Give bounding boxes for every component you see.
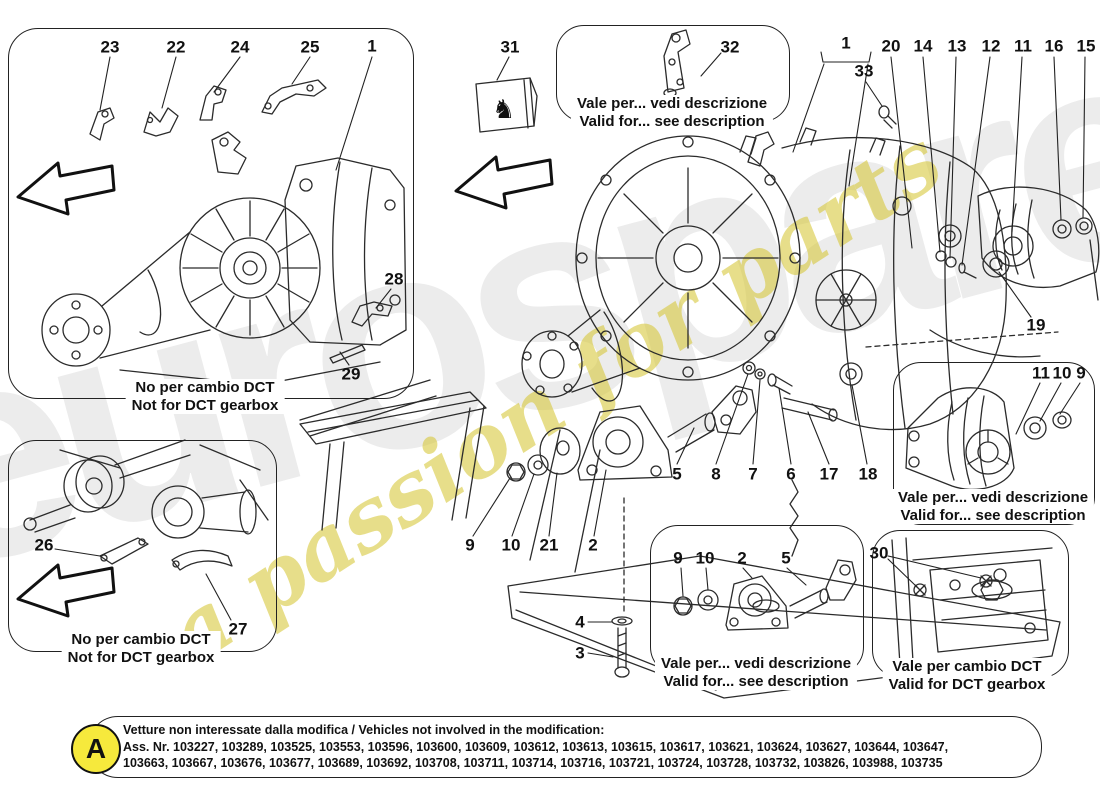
callout-4: 4	[575, 612, 585, 632]
suspension-drawing-bottom-left	[23, 439, 269, 571]
callout-box-mid-10: 10	[695, 548, 715, 568]
callout-box-mid-2: 2	[737, 548, 747, 568]
note-line-2: Ass. Nr. 103227, 103289, 103525, 103553,…	[123, 739, 949, 754]
callout-29: 29	[341, 364, 361, 384]
box-valid-dct	[872, 530, 1069, 678]
callout-33: 33	[854, 61, 874, 81]
leader-lines	[54, 51, 1086, 658]
chassis-frame	[299, 379, 1061, 699]
bracket-parts-top-left	[89, 79, 393, 364]
callout-1-left: 1	[367, 36, 377, 56]
callout-9: 9	[465, 535, 475, 555]
callout-12: 12	[981, 36, 1001, 56]
callout-1-right: 1	[841, 33, 851, 53]
callout-21: 21	[539, 535, 559, 555]
callout-5: 5	[672, 464, 682, 484]
note-line-1: Vetture non interessate dalla modifica /…	[123, 723, 605, 737]
callout-box-right-11: 11	[1032, 363, 1050, 383]
gearbox-drawing-top-left	[41, 131, 407, 386]
callout-7: 7	[748, 464, 758, 484]
ferrari-horse-icon: ♞	[492, 94, 515, 124]
arrow-top-left	[16, 161, 116, 216]
callout-6: 6	[786, 464, 796, 484]
callout-27: 27	[228, 619, 248, 639]
gearbox-drawing-main	[521, 127, 1099, 557]
callout-30: 30	[869, 543, 889, 563]
callout-31: 31	[500, 37, 520, 57]
id-plate-31	[475, 77, 538, 133]
callout-24: 24	[230, 37, 250, 57]
callout-3: 3	[575, 643, 585, 663]
callout-16: 16	[1044, 36, 1064, 56]
callout-18: 18	[858, 464, 878, 484]
callout-22: 22	[166, 37, 186, 57]
modification-note: A Vetture non interessate dalla modifica…	[71, 716, 1042, 778]
arrow-center	[454, 155, 554, 210]
callout-box-right-10: 10	[1052, 363, 1072, 383]
callout-10: 10	[501, 535, 521, 555]
callout-box-mid-9: 9	[673, 548, 683, 568]
box-not-dct-top-left	[8, 28, 414, 399]
callout-32: 32	[720, 37, 740, 57]
callout-28: 28	[384, 269, 404, 289]
note-text: Vetture non interessate dalla modifica /…	[123, 722, 948, 772]
callout-box-right-9: 9	[1076, 363, 1086, 383]
arrow-bottom-left	[16, 563, 116, 618]
callout-25: 25	[300, 37, 320, 57]
dashed-lines	[623, 331, 1059, 615]
callout-11: 11	[1014, 36, 1032, 56]
box-right-parts	[905, 387, 1072, 490]
callout-15: 15	[1076, 36, 1096, 56]
note-line-3: 103663, 103667, 103676, 103677, 103689, …	[123, 756, 943, 770]
mount-right	[977, 186, 1100, 288]
callout-23: 23	[100, 37, 120, 57]
callout-19: 19	[1026, 315, 1046, 335]
bolt-and-washer-3-4	[611, 616, 633, 678]
callout-26: 26	[34, 535, 54, 555]
box-mid-parts	[673, 559, 857, 631]
callout-14: 14	[913, 36, 933, 56]
callout-17: 17	[819, 464, 839, 484]
callout-8: 8	[711, 464, 721, 484]
note-badge-a: A	[71, 724, 121, 774]
box-valid-see-right	[893, 362, 1095, 525]
callout-box-mid-5: 5	[781, 548, 791, 568]
callout-13: 13	[947, 36, 967, 56]
callout-20: 20	[881, 36, 901, 56]
callout-2: 2	[588, 535, 598, 555]
box-valid-see-mid	[650, 525, 864, 675]
mount-parts-center	[506, 105, 1010, 482]
bracket-part-32	[663, 29, 691, 98]
